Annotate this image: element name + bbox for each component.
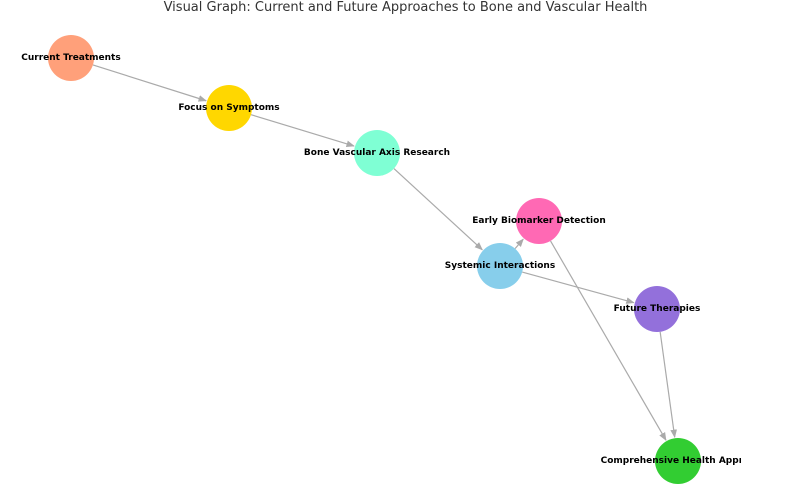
edges-layer xyxy=(92,64,678,441)
node-label-bone-vascular-axis-research: Bone Vascular Axis Research xyxy=(304,148,450,158)
edge-systemic-interactions-to-early-biomarker-detection xyxy=(514,238,524,250)
node-label-current-treatments: Current Treatments xyxy=(21,53,120,63)
edge-future-therapies-to-comprehensive-health-approach xyxy=(659,331,678,439)
graph-title: Visual Graph: Current and Future Approac… xyxy=(163,0,648,15)
edge-focus-on-symptoms-to-bone-vascular-axis-research xyxy=(250,114,355,148)
node-label-focus-on-symptoms: Focus on Symptoms xyxy=(178,103,279,113)
node-comprehensive-health-approach xyxy=(655,438,701,484)
node-label-comprehensive-health-approach: Comprehensive Health Approa xyxy=(601,456,756,466)
node-systemic-interactions xyxy=(477,243,523,289)
node-focus-on-symptoms xyxy=(206,85,252,131)
nodes-layer xyxy=(48,35,701,484)
node-future-therapies xyxy=(634,286,680,332)
node-bone-vascular-axis-research xyxy=(354,130,400,176)
node-early-biomarker-detection xyxy=(516,198,562,244)
edge-bone-vascular-axis-research-to-systemic-interactions xyxy=(393,168,483,251)
edge-current-treatments-to-focus-on-symptoms xyxy=(92,64,207,102)
node-label-systemic-interactions: Systemic Interactions xyxy=(445,261,555,271)
node-label-early-biomarker-detection: Early Biomarker Detection xyxy=(472,216,605,226)
node-current-treatments xyxy=(48,35,94,81)
node-label-future-therapies: Future Therapies xyxy=(614,304,701,314)
edge-early-biomarker-detection-to-comprehensive-health-approach xyxy=(550,240,667,441)
